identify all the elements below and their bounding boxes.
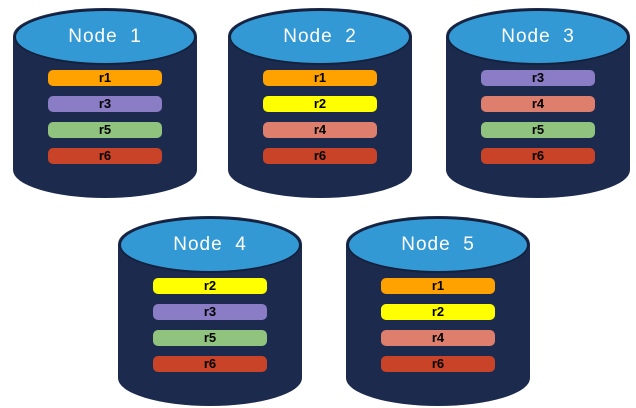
replica-list: r3 r4 r5 r6 (481, 70, 595, 164)
replica-bar-r6: r6 (381, 356, 495, 372)
cylinder-top-ellipse: Node 1 (14, 9, 196, 65)
node-cylinder-4: Node 4 r2 r3 r5 r6 (118, 216, 302, 406)
node-cylinder-2: Node 2 r1 r2 r4 r6 (228, 8, 412, 198)
replica-label: r1 (313, 70, 327, 85)
replica-bar-r2: r2 (381, 304, 495, 320)
replica-bar-r3: r3 (153, 304, 267, 320)
replica-label: r4 (431, 330, 445, 345)
node-cylinder-3: Node 3 r3 r4 r5 r6 (446, 8, 630, 198)
replica-bar-r5: r5 (48, 122, 162, 138)
replica-label: r6 (531, 148, 545, 163)
replica-bar-r5: r5 (481, 122, 595, 138)
replica-bar-r4: r4 (481, 96, 595, 112)
replica-list: r1 r2 r4 r6 (263, 70, 377, 164)
replica-bar-r3: r3 (481, 70, 595, 86)
replica-label: r2 (313, 96, 327, 111)
replica-label: r3 (203, 304, 217, 319)
replica-label: r6 (98, 148, 112, 163)
replica-label: r4 (531, 96, 545, 111)
cylinder-top-ellipse: Node 4 (119, 217, 301, 273)
node-cylinder-1: Node 1 r1 r3 r5 r6 (13, 8, 197, 198)
replica-bar-r4: r4 (263, 122, 377, 138)
replica-label: r4 (313, 122, 327, 137)
node-title: Node 5 (401, 234, 475, 255)
replica-bar-r1: r1 (48, 70, 162, 86)
node-title: Node 3 (501, 26, 575, 47)
replica-bar-r6: r6 (48, 148, 162, 164)
node-title: Node 4 (173, 234, 247, 255)
replica-label: r2 (203, 278, 217, 293)
replica-list: r1 r2 r4 r6 (381, 278, 495, 372)
replica-list: r1 r3 r5 r6 (48, 70, 162, 164)
replica-bar-r3: r3 (48, 96, 162, 112)
replica-label: r5 (531, 122, 545, 137)
replica-bar-r4: r4 (381, 330, 495, 346)
replica-bar-r1: r1 (381, 278, 495, 294)
replica-label: r3 (98, 96, 112, 111)
node-title: Node 2 (283, 26, 357, 47)
replica-bar-r1: r1 (263, 70, 377, 86)
cylinder-top-ellipse: Node 3 (447, 9, 629, 65)
replica-bar-r5: r5 (153, 330, 267, 346)
replica-label: r6 (313, 148, 327, 163)
replica-bar-r6: r6 (153, 356, 267, 372)
replica-bar-r2: r2 (153, 278, 267, 294)
node-title: Node 1 (68, 26, 142, 47)
replica-label: r5 (98, 122, 112, 137)
cylinder-top-ellipse: Node 2 (229, 9, 411, 65)
replica-list: r2 r3 r5 r6 (153, 278, 267, 372)
cylinder-top-ellipse: Node 5 (347, 217, 529, 273)
replica-label: r2 (431, 304, 445, 319)
replica-label: r3 (531, 70, 545, 85)
replica-bar-r2: r2 (263, 96, 377, 112)
replica-label: r6 (203, 356, 217, 371)
replica-bar-r6: r6 (263, 148, 377, 164)
replica-bar-r6: r6 (481, 148, 595, 164)
replica-label: r1 (98, 70, 112, 85)
node-cylinder-5: Node 5 r1 r2 r4 r6 (346, 216, 530, 406)
replica-label: r5 (203, 330, 217, 345)
replica-label: r1 (431, 278, 445, 293)
replica-label: r6 (431, 356, 445, 371)
